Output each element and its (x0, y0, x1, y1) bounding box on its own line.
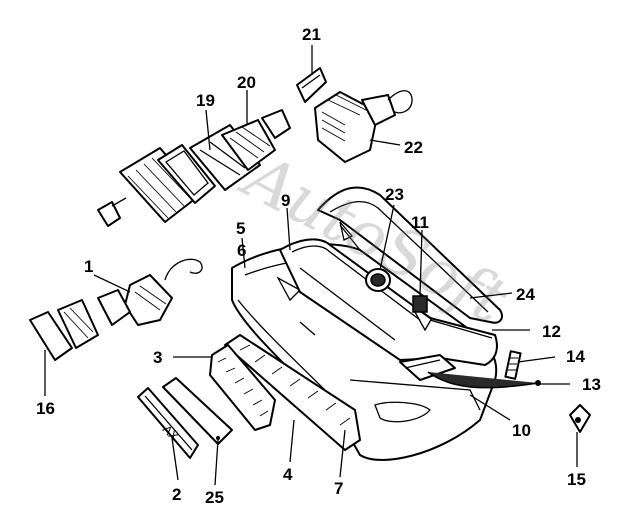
license-plate: AX (137, 387, 199, 459)
headlamp-reflector (189, 109, 291, 191)
callout-labels: 1 2 3 4 5 6 7 9 10 11 12 13 14 15 16 19 … (36, 25, 601, 507)
callout-6: 6 (237, 241, 246, 260)
callout-13: 13 (582, 375, 601, 394)
headlamp-seal-frame (157, 144, 216, 204)
callout-3: 3 (153, 348, 162, 367)
fog-lamp-lens (29, 299, 99, 361)
callout-9: 9 (281, 191, 290, 210)
callout-10: 10 (512, 421, 531, 440)
lower-spoiler (224, 334, 361, 451)
bumper-impact-strip (209, 344, 276, 431)
upper-grille-panel (317, 186, 503, 324)
right-headlamp-assembly (314, 90, 413, 163)
leader-lines (44, 45, 578, 486)
callout-25: 25 (205, 488, 224, 507)
fog-lamp-assembly (97, 258, 203, 326)
grille-inner-frame (279, 238, 498, 366)
callout-11: 11 (411, 213, 429, 232)
callout-24: 24 (516, 285, 535, 304)
callout-23: 23 (385, 185, 404, 204)
side-marker-light (569, 404, 591, 433)
headlamp-bulb (97, 197, 127, 227)
callout-4: 4 (283, 465, 293, 484)
callout-21: 21 (302, 25, 321, 44)
callout-14: 14 (566, 347, 585, 366)
bumper-side-bracket (399, 354, 456, 381)
callout-1: 1 (84, 257, 93, 276)
callout-5: 5 (236, 219, 245, 238)
callout-20: 20 (237, 73, 256, 92)
callout-19: 19 (196, 91, 215, 110)
plate-holder (162, 377, 233, 445)
callout-22: 22 (404, 138, 423, 157)
bumper-clip (504, 350, 522, 380)
callout-16: 16 (36, 399, 55, 418)
callout-7: 7 (334, 479, 343, 498)
callout-15: 15 (567, 470, 586, 489)
callout-12: 12 (542, 322, 561, 341)
callout-2: 2 (172, 485, 181, 504)
grille-emblem (365, 268, 391, 292)
